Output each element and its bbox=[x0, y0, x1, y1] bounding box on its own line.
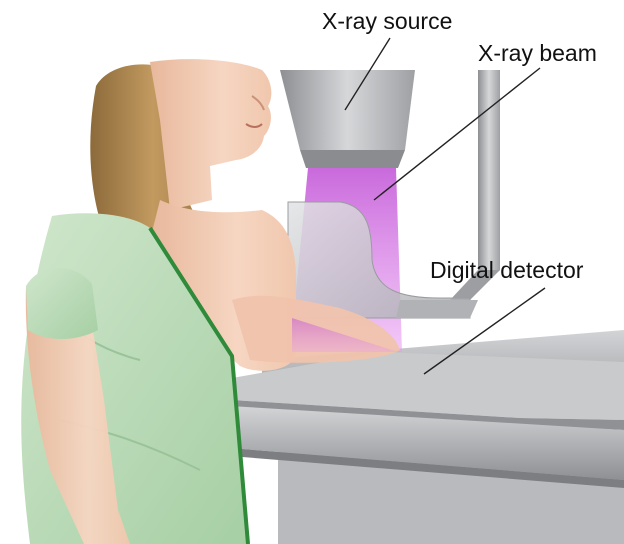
patient-head bbox=[150, 59, 271, 210]
xray-source bbox=[280, 70, 415, 168]
label-xray-source: X-ray source bbox=[322, 8, 452, 35]
label-xray-beam: X-ray beam bbox=[478, 40, 597, 67]
label-digital-detector: Digital detector bbox=[430, 257, 583, 284]
